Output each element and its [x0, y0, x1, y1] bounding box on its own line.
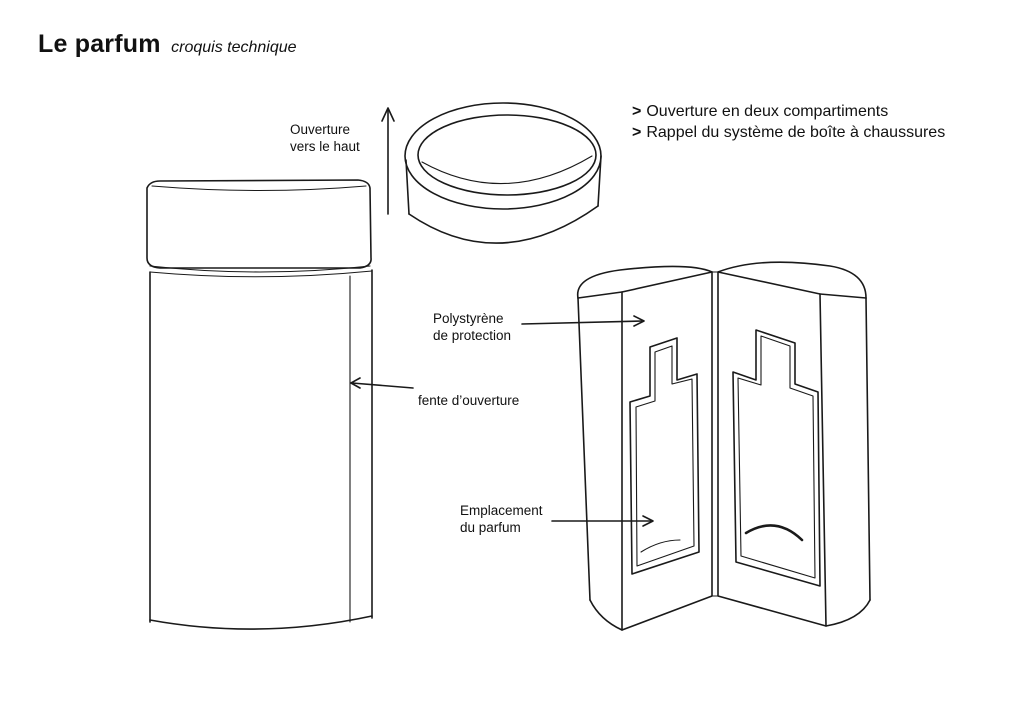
notes-list: >Ouverture en deux compartiments >Rappel… [632, 101, 945, 143]
note-item: >Ouverture en deux compartiments [632, 101, 945, 122]
opening-label-line1: Ouverture [290, 122, 351, 137]
note-text: Ouverture en deux compartiments [646, 103, 889, 120]
lid-outline [146, 179, 372, 269]
note-text: Rappel du système de boîte à chaussures [646, 124, 946, 141]
note-item: >Rappel du système de boîte à chaussures [632, 122, 945, 143]
open-box-drawing [576, 261, 871, 631]
left-bottle-cavity [629, 337, 700, 575]
right-bottle-cavity [732, 329, 821, 587]
note-marker: > [632, 103, 642, 120]
slit-label: fente d’ouverture [418, 393, 520, 408]
foam-label: Polystyrène de protection [433, 310, 511, 344]
slit-arrow-icon [351, 382, 414, 389]
title-main: Le parfum [38, 30, 161, 58]
opening-label: Ouverture vers le haut [290, 121, 360, 155]
foam-label-line2: de protection [433, 328, 512, 343]
closed-box-drawing [146, 179, 373, 630]
page-title: Le parfum croquis technique [38, 30, 297, 59]
slot-label-line1: Emplacement [460, 503, 543, 518]
title-subtitle: croquis technique [171, 39, 297, 56]
foam-arrow-icon [521, 320, 644, 325]
slot-label-line2: du parfum [460, 520, 521, 535]
note-marker: > [632, 124, 642, 141]
pointer-arrows [350, 315, 654, 527]
opening-label-line2: vers le haut [290, 139, 360, 154]
open-lid-drawing [381, 102, 602, 244]
foam-label-line1: Polystyrène [433, 311, 504, 326]
slot-label: Emplacement du parfum [460, 502, 543, 536]
